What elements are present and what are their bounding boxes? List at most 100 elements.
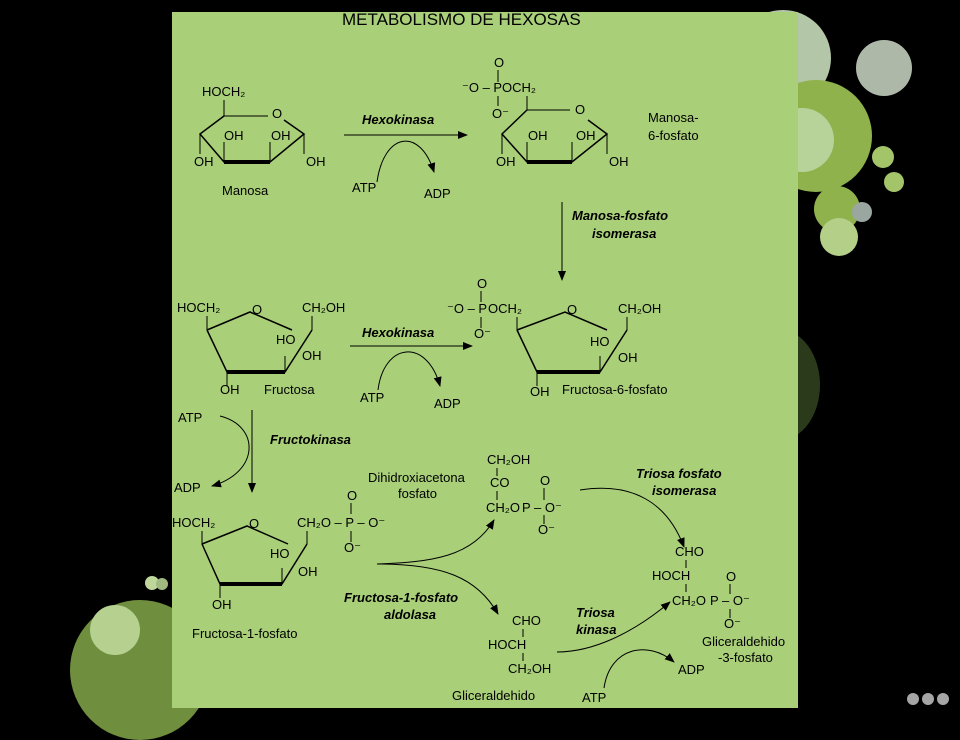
cofactor-arrow (211, 415, 250, 488)
compound-label-g3p: -3-fosfato (718, 650, 773, 665)
hoch2-label: HOCH₂ (177, 300, 220, 315)
enzyme-aldolase: aldolasa (384, 607, 436, 622)
co-label: CO (490, 475, 510, 490)
nav-dot (922, 693, 934, 705)
adp-label: ADP (678, 662, 705, 677)
o-minus-label: O⁻ (492, 106, 509, 121)
cho-label: CHO (675, 544, 704, 559)
compound-label-fructosa: Fructosa (264, 382, 315, 397)
enzyme-aldolase: Fructosa-1-fosfato (344, 590, 458, 605)
fructose-1p-ring-top (201, 525, 289, 545)
oxygen-label: O (494, 55, 504, 70)
compound-label-fructosa-1p: Fructosa-1-fosfato (192, 626, 298, 641)
ch2oh-label: CH₂OH (618, 301, 661, 316)
compound-label-fructosa-6p: Fructosa-6-fosfato (562, 382, 668, 397)
nav-dot (937, 693, 949, 705)
decorative-circle (872, 146, 894, 168)
atp-label: ATP (352, 180, 376, 195)
decorative-circle (852, 202, 872, 222)
oh-label: OH (609, 154, 629, 169)
hoch-label: HOCH (488, 637, 526, 652)
compound-label-dhap: Dihidroxiacetona (368, 470, 466, 485)
fructose-ring-top (206, 311, 293, 331)
ho-label: HO (590, 334, 610, 349)
ch2oh-label: CH₂OH (508, 661, 551, 676)
diagram-panel: METABOLISMO DE HEXOSAS HOCH₂ O OH OH OH … (172, 12, 798, 708)
och2-label: OCH₂ (502, 80, 536, 95)
atp-label: ATP (360, 390, 384, 405)
ring-oxygen-label: O (249, 516, 259, 531)
oh-label: OH (220, 382, 240, 397)
atp-label: ATP (178, 410, 202, 425)
oh-label: OH (302, 348, 322, 363)
compound-label-manosa-6p: 6-fosfato (648, 128, 699, 143)
o-minus-label: O⁻ (724, 616, 741, 631)
cofactor-arrow (603, 649, 675, 689)
oxygen-label: O (347, 488, 357, 503)
enzyme-hexokinase-2: Hexokinasa (362, 325, 434, 340)
oh-label: OH (271, 128, 291, 143)
reaction-arrow (579, 487, 685, 548)
decorative-circle (90, 605, 140, 655)
o-minus-label: O⁻ (474, 326, 491, 341)
ch2o-label: CH₂O (486, 500, 520, 515)
slide-nav-dots (907, 692, 952, 710)
cofactor-arrow (377, 351, 442, 391)
ch2oh-label: CH₂OH (487, 452, 530, 467)
oxygen-label: O (540, 473, 550, 488)
oh-label: OH (194, 154, 214, 169)
oh-label: OH (530, 384, 550, 399)
phosphate-label: P – O⁻ (522, 500, 562, 515)
nav-dot (907, 693, 919, 705)
decorative-circle (856, 40, 912, 96)
ho-label: HO (270, 546, 290, 561)
enzyme-mannose-isomerase: Manosa-fosfato (572, 208, 668, 223)
enzyme-mannose-isomerase: isomerasa (592, 226, 656, 241)
reaction-arrow (376, 563, 499, 615)
o-minus-label: O⁻ (344, 540, 361, 555)
adp-label: ADP (434, 396, 461, 411)
enzyme-fructokinase: Fructokinasa (270, 432, 351, 447)
decorative-circle (145, 576, 159, 590)
pathway-diagram: METABOLISMO DE HEXOSAS HOCH₂ O OH OH OH … (172, 12, 785, 705)
enzyme-triose-kinase: kinasa (576, 622, 616, 637)
ch2oh-label: CH₂OH (302, 300, 345, 315)
ring-oxygen-label: O (575, 102, 585, 117)
fructose-ring (206, 329, 313, 373)
ring-oxygen-label: O (272, 106, 282, 121)
hoch-label: HOCH (652, 568, 690, 583)
reaction-arrow (376, 519, 495, 565)
hoch2-label: HOCH₂ (202, 84, 245, 99)
adp-label: ADP (424, 186, 451, 201)
enzyme-triose-isomerase: Triosa fosfato (636, 466, 722, 481)
o-minus-label: O⁻ (538, 522, 555, 537)
cofactor-arrow (376, 140, 436, 183)
compound-label-dhap: fosfato (398, 486, 437, 501)
enzyme-hexokinase-1: Hexokinasa (362, 112, 434, 127)
decorative-circle (820, 218, 858, 256)
oh-label: OH (212, 597, 232, 612)
phosphate-label: P – O⁻ (710, 593, 750, 608)
hoch2-label: HOCH₂ (172, 515, 215, 530)
phosphate-label: ⁻O – P (447, 301, 487, 316)
compound-label-gliceraldehido: Gliceraldehido (452, 688, 535, 703)
fructose-6p-ring-top (516, 311, 608, 331)
decorative-circle (156, 578, 168, 590)
phosphate-label: ⁻O – P (462, 80, 502, 95)
page-title: METABOLISMO DE HEXOSAS (342, 12, 581, 29)
fructose-1p-ring (201, 543, 308, 585)
phosphate-ester-label: CH₂O – P – O⁻ (297, 515, 385, 530)
oh-label: OH (496, 154, 516, 169)
oh-label: OH (298, 564, 318, 579)
compound-label-manosa-6p: Manosa- (648, 110, 699, 125)
fructose-6p-ring (516, 329, 628, 373)
atp-label: ATP (582, 690, 606, 705)
oh-label: OH (576, 128, 596, 143)
oxygen-label: O (726, 569, 736, 584)
decorative-circle (884, 172, 904, 192)
oh-label: OH (528, 128, 548, 143)
compound-label-g3p: Gliceraldehido (702, 634, 785, 649)
oh-label: OH (306, 154, 326, 169)
adp-label: ADP (174, 480, 201, 495)
oh-label: OH (618, 350, 638, 365)
